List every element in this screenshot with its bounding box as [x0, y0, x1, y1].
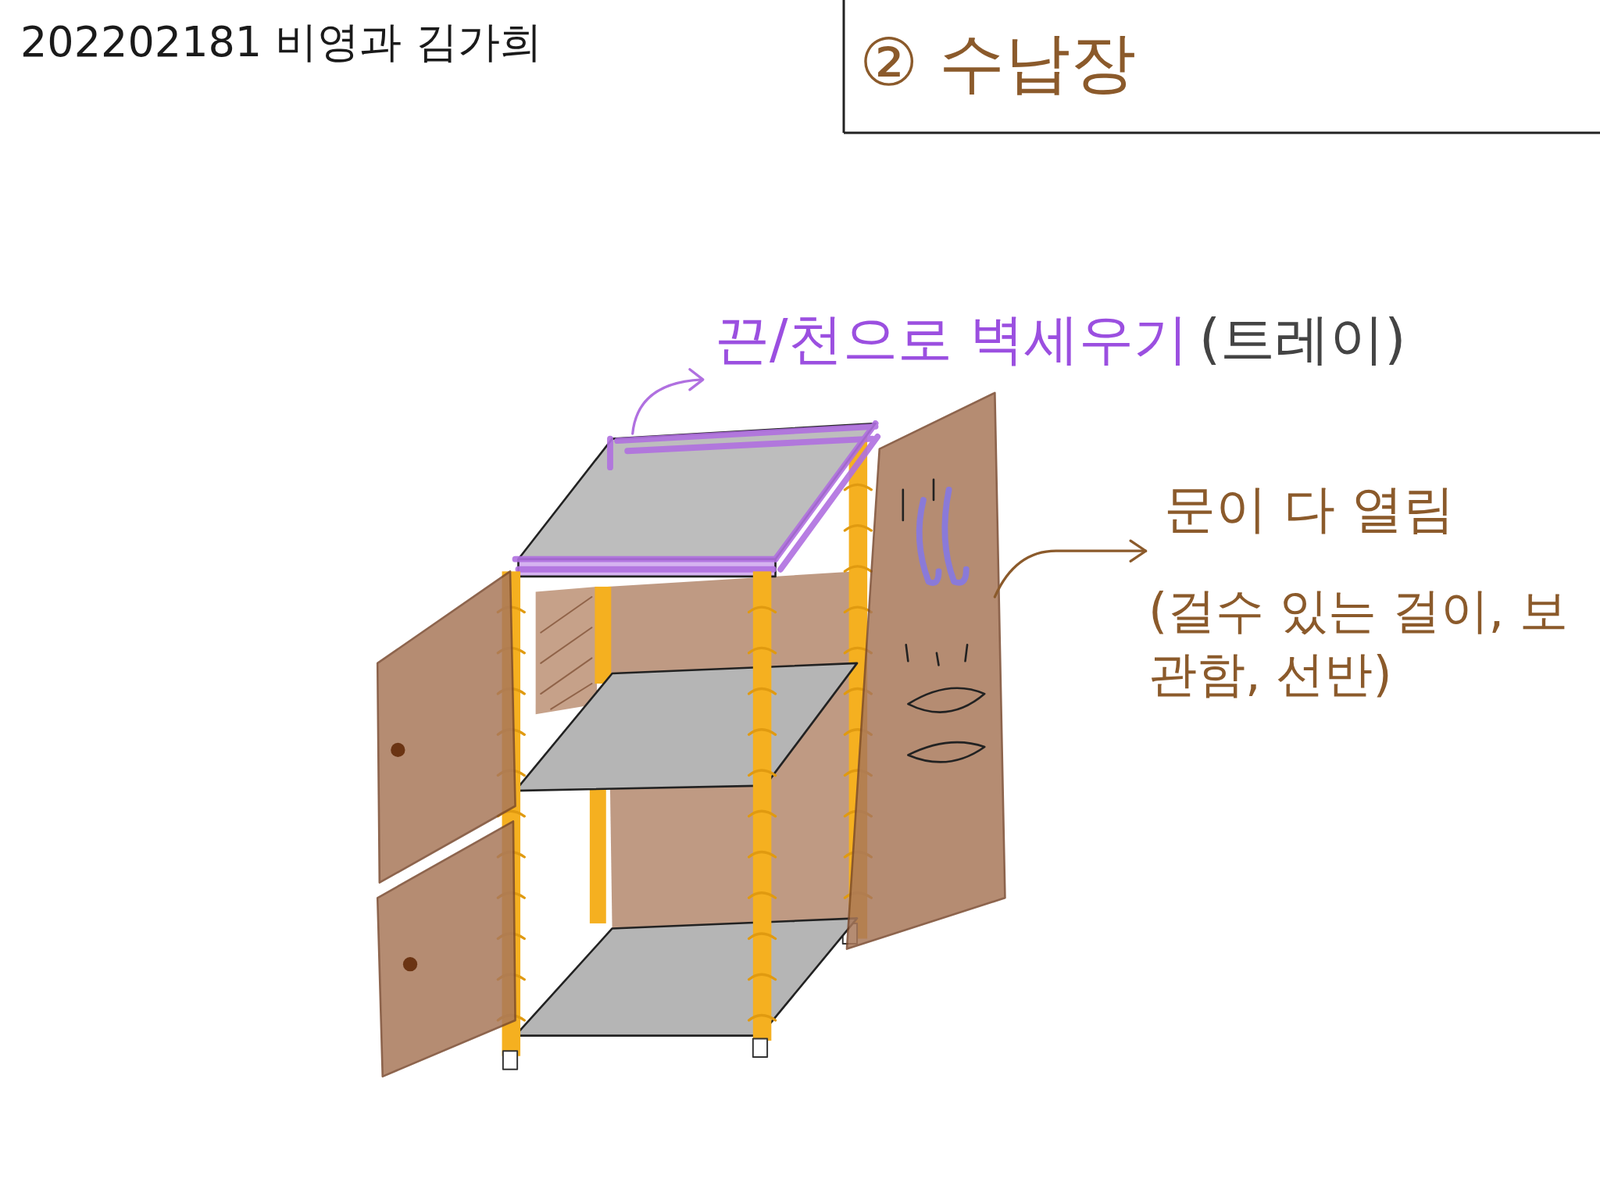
door [377, 821, 515, 1077]
callout-text: 문이 다 열림 [1164, 478, 1455, 540]
leg [594, 586, 611, 684]
door-fittings [903, 479, 985, 763]
leader-arrow [994, 540, 1146, 597]
knob [403, 957, 418, 972]
leader-arrow [632, 369, 704, 434]
door [846, 392, 1005, 950]
author-note: 202202181 비영과 김가희 [20, 17, 543, 68]
title-frame [843, 132, 1600, 135]
leg [589, 780, 607, 924]
side-panel [535, 586, 597, 715]
title: ② 수납장 [859, 23, 1136, 103]
leg [753, 571, 772, 1041]
shelf [515, 663, 858, 791]
title-frame [842, 0, 846, 133]
hooks [919, 489, 967, 583]
strap-wall [515, 423, 879, 570]
shelf [515, 917, 858, 1036]
knob [390, 742, 405, 758]
top-tray [517, 423, 875, 560]
cabinet [377, 369, 1146, 1077]
callout-text: (트레이) [1199, 306, 1407, 372]
callout-text: 끈/천으로 벽세우기 [714, 306, 1189, 372]
callout-text: (걸수 있는 걸이, 보관함, 선반) [1148, 579, 1571, 706]
